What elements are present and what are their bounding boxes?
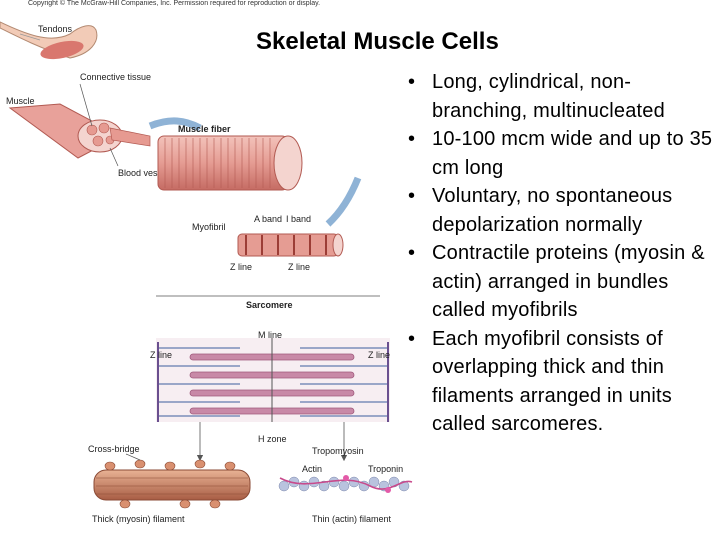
bullet-item: •Contractile proteins (myosin & actin) a… [408, 242, 705, 321]
label-tendons: Tendons [38, 24, 73, 34]
label-muscle-fiber: Muscle fiber [178, 124, 231, 134]
bullet-item: •Long, cylindrical, non-branching, multi… [408, 71, 665, 122]
thick-filament-illustration [93, 459, 251, 509]
label-thick-filament: Thick (myosin) filament [92, 514, 185, 524]
bullet-item: •Voluntary, no spontaneous depolarizatio… [408, 185, 673, 236]
muscle-bundle [8, 103, 151, 159]
label-z-line-2: Z line [288, 262, 310, 272]
label-z-line-right: Z line [368, 350, 390, 360]
label-sarcomere: Sarcomere [246, 300, 293, 310]
arrow-to-fiber [148, 117, 202, 132]
copyright-notice: Copyright © The McGraw-Hill Companies, I… [28, 0, 321, 7]
label-thin-filament: Thin (actin) filament [312, 514, 392, 524]
label-z-line-left: Z line [150, 350, 172, 360]
bullet-text: Each myofibril consists of overlapping t… [432, 327, 672, 436]
label-i-band: I band [286, 214, 311, 224]
label-tropomyosin: Tropomyosin [312, 446, 364, 456]
thin-filament-illustration [278, 475, 413, 493]
label-blood-vessel: Blood vessel [118, 168, 169, 178]
label-z-line-1: Z line [230, 262, 252, 272]
bullet-text: Contractile proteins (myosin & actin) ar… [432, 242, 705, 321]
sarcomere-diagram [156, 338, 390, 422]
myofibril [237, 233, 344, 257]
bullet-text: Voluntary, no spontaneous depolarization… [432, 185, 673, 236]
label-troponin: Troponin [368, 464, 403, 474]
label-h-zone: H zone [258, 434, 287, 444]
bullet-text: 10-100 mcm wide and up to 35 cm long [432, 128, 713, 179]
label-a-band: A band [254, 214, 282, 224]
arm-illustration [0, 21, 98, 60]
label-connective-tissue-line: Connective tissue [80, 72, 151, 82]
label-connective-tissue: Connective tissue [80, 72, 151, 82]
label-cross-bridge: Cross-bridge [88, 444, 140, 454]
slide-title: Skeletal Muscle Cells [256, 28, 499, 55]
bullet-list: •Long, cylindrical, non-branching, multi… [406, 68, 718, 439]
muscle-structure-figure: Tendons Connective tissue Muscle Blood v… [0, 21, 413, 524]
bullet-text: Long, cylindrical, non-branching, multin… [432, 71, 665, 122]
bullet-item: •10-100 mcm wide and up to 35 cm long [408, 128, 713, 179]
bullet-item: •Each myofibril consists of overlapping … [408, 327, 672, 436]
arrow-to-myofibril [325, 176, 362, 227]
label-m-line: M line [258, 330, 282, 340]
label-muscle: Muscle [6, 96, 35, 106]
label-myofibril: Myofibril [192, 222, 226, 232]
label-actin: Actin [302, 464, 322, 474]
muscle-fiber [157, 135, 303, 191]
